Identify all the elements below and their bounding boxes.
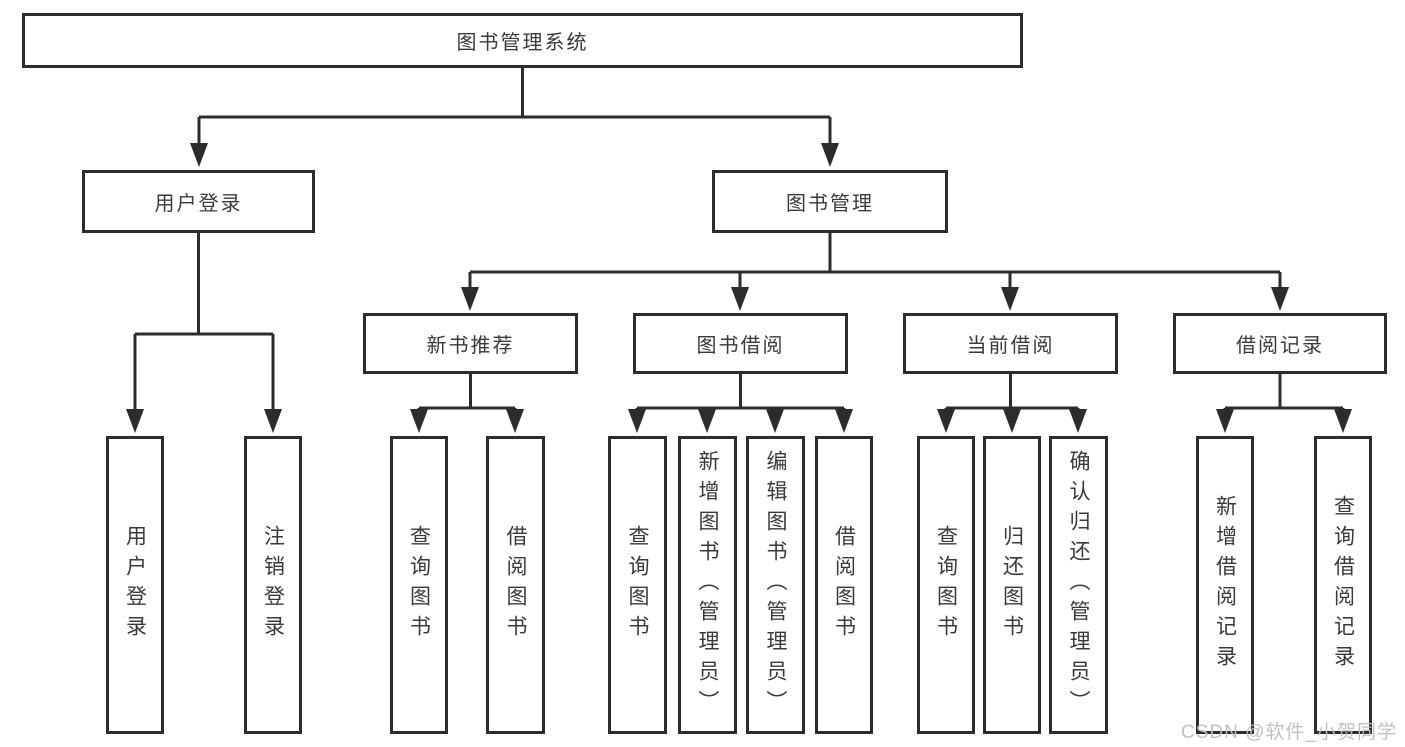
leaf-edit-book-admin-label: 编辑图书（管理员） bbox=[764, 450, 787, 720]
leaf-edit-book-admin: 编辑图书（管理员） bbox=[746, 436, 805, 734]
node-book-borrow-label: 图书借阅 bbox=[696, 335, 785, 357]
node-user-login: 用户登录 bbox=[82, 170, 315, 233]
leaf-add-borrow-record-label: 新增借阅记录 bbox=[1213, 495, 1237, 675]
connector-book-borrow-to-children bbox=[628, 374, 853, 433]
node-root-label: 图书管理系统 bbox=[456, 32, 589, 54]
leaf-query-books-current-label: 查询图书 bbox=[934, 525, 958, 645]
leaf-query-books-recommend-label: 查询图书 bbox=[407, 525, 431, 645]
node-current-borrow-label: 当前借阅 bbox=[966, 335, 1055, 357]
node-new-book-recommend-label: 新书推荐 bbox=[426, 335, 515, 357]
leaf-query-borrow-record-label: 查询借阅记录 bbox=[1331, 495, 1355, 675]
leaf-borrow-books-recommend: 借阅图书 bbox=[486, 436, 545, 734]
connector-current-borrow-to-children bbox=[937, 374, 1087, 433]
leaf-return-book-label: 归还图书 bbox=[1000, 525, 1024, 645]
node-root: 图书管理系统 bbox=[22, 13, 1023, 68]
leaf-confirm-return-admin: 确认归还（管理员） bbox=[1049, 436, 1108, 734]
csdn-watermark: CSDN @软件_小贺同学 bbox=[1181, 722, 1397, 743]
connector-book-mgmt-to-children bbox=[461, 233, 1289, 311]
leaf-confirm-return-admin-label: 确认归还（管理员） bbox=[1067, 450, 1090, 720]
node-new-book-recommend: 新书推荐 bbox=[363, 313, 578, 374]
connector-root-to-children bbox=[190, 68, 839, 167]
leaf-return-book: 归还图书 bbox=[983, 436, 1041, 734]
node-borrow-records-label: 借阅记录 bbox=[1236, 335, 1324, 357]
node-book-borrow: 图书借阅 bbox=[633, 313, 848, 374]
leaf-add-book-admin: 新增图书（管理员） bbox=[678, 436, 737, 734]
leaf-borrow-books-label: 借阅图书 bbox=[832, 525, 856, 645]
leaf-add-borrow-record: 新增借阅记录 bbox=[1196, 436, 1254, 734]
leaf-borrow-books-recommend-label: 借阅图书 bbox=[504, 525, 527, 645]
leaf-logout: 注销登录 bbox=[244, 436, 302, 734]
leaf-user-login-label: 用户登录 bbox=[123, 525, 147, 645]
leaf-query-books-current: 查询图书 bbox=[917, 436, 975, 734]
connector-new-book-recommend-to-children bbox=[410, 374, 524, 433]
node-current-borrow: 当前借阅 bbox=[903, 313, 1118, 374]
connector-user-login-to-children bbox=[126, 233, 282, 433]
node-book-management: 图书管理 bbox=[712, 170, 948, 233]
node-book-management-label: 图书管理 bbox=[786, 193, 874, 215]
connector-borrow-records-to-children bbox=[1216, 374, 1352, 433]
leaf-add-book-admin-label: 新增图书（管理员） bbox=[696, 450, 719, 720]
leaf-query-books-borrow-label: 查询图书 bbox=[626, 525, 649, 645]
leaf-query-borrow-record: 查询借阅记录 bbox=[1314, 436, 1372, 734]
node-user-login-label: 用户登录 bbox=[154, 193, 243, 215]
leaf-logout-label: 注销登录 bbox=[261, 525, 285, 645]
leaf-query-books-borrow: 查询图书 bbox=[608, 436, 667, 734]
node-borrow-records: 借阅记录 bbox=[1173, 313, 1387, 374]
leaf-user-login: 用户登录 bbox=[106, 436, 164, 734]
leaf-query-books-recommend: 查询图书 bbox=[390, 436, 448, 734]
leaf-borrow-books: 借阅图书 bbox=[815, 436, 873, 734]
